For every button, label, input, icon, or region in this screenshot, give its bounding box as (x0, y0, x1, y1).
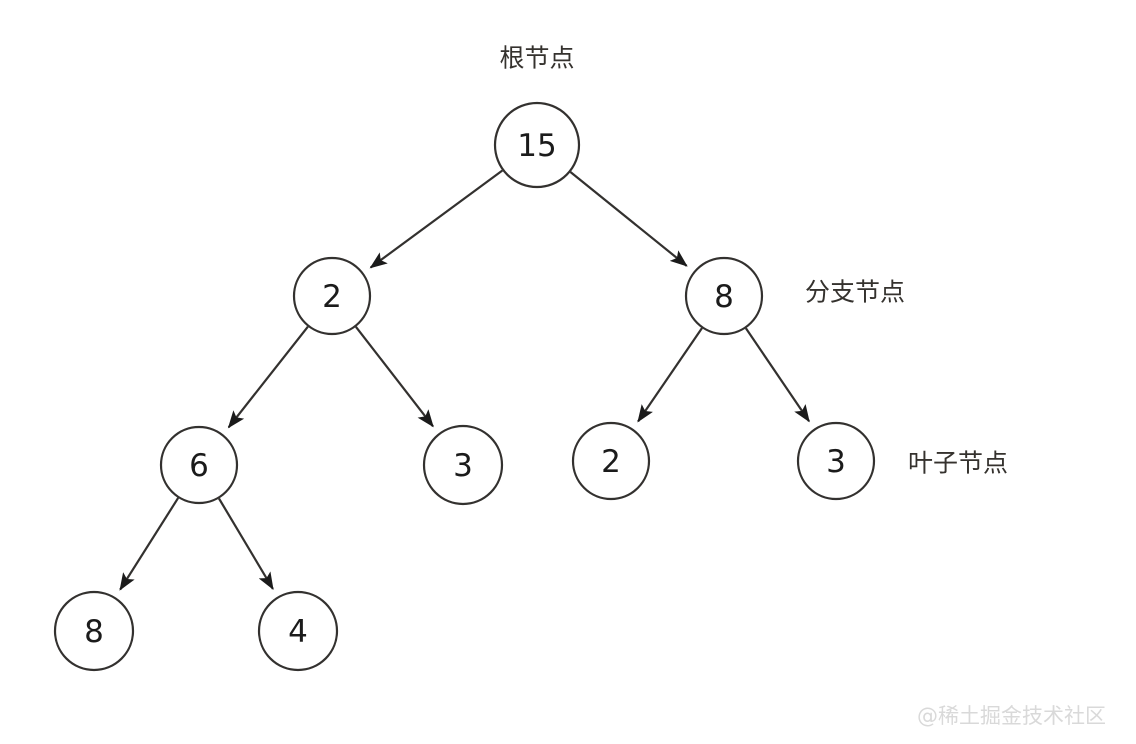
tree-node-n-root-15[interactable]: 15 (493, 101, 581, 189)
tree-node-n-rr-3[interactable]: 3 (796, 421, 876, 501)
node-circle (796, 421, 876, 501)
node-circle (292, 256, 372, 336)
node-value-label: 4 (288, 614, 308, 650)
node-circle (493, 101, 581, 189)
tree-node-n-lr-3[interactable]: 3 (422, 424, 504, 506)
node-value-label: 15 (517, 128, 556, 164)
tree-edge-e-root-right (569, 171, 688, 267)
tree-edge-e-2-left (227, 325, 309, 429)
tree-edge-e-6-right (218, 497, 274, 591)
annotation-label-root: 根节点 (499, 44, 574, 73)
node-circle (53, 590, 135, 672)
watermark-label: @稀土掘金技术社区 (917, 704, 1106, 728)
node-circle (422, 424, 504, 506)
nodes-layer: 15 2 8 6 3 2 3 8 4 (53, 101, 876, 672)
node-circle (257, 590, 339, 672)
tree-edge-e-6-left (119, 497, 180, 591)
tree-edge-e-8-right (744, 327, 810, 423)
node-value-label: 6 (189, 448, 209, 484)
node-circle (159, 425, 239, 505)
node-value-label: 2 (601, 444, 621, 480)
node-value-label: 8 (84, 614, 104, 650)
tree-node-n-llr-4[interactable]: 4 (257, 590, 339, 672)
tree-node-n-ll-6[interactable]: 6 (159, 425, 239, 505)
annotation-label-leaf: 叶子节点 (908, 449, 1008, 478)
annotation-label-branch: 分支节点 (805, 278, 905, 307)
node-value-label: 3 (453, 448, 473, 484)
tree-edge-e-root-left (369, 169, 504, 269)
tree-edge-e-8-left (637, 327, 703, 423)
edges-layer (119, 169, 810, 591)
node-value-label: 8 (714, 279, 734, 315)
node-value-label: 3 (826, 444, 846, 480)
tree-edge-e-2-right (355, 326, 434, 428)
tree-node-n-l-2[interactable]: 2 (292, 256, 372, 336)
tree-node-n-rl-2[interactable]: 2 (571, 421, 651, 501)
tree-node-n-lll-8[interactable]: 8 (53, 590, 135, 672)
node-circle (571, 421, 651, 501)
node-value-label: 2 (322, 279, 342, 315)
node-circle (684, 256, 764, 336)
tree-node-n-r-8[interactable]: 8 (684, 256, 764, 336)
